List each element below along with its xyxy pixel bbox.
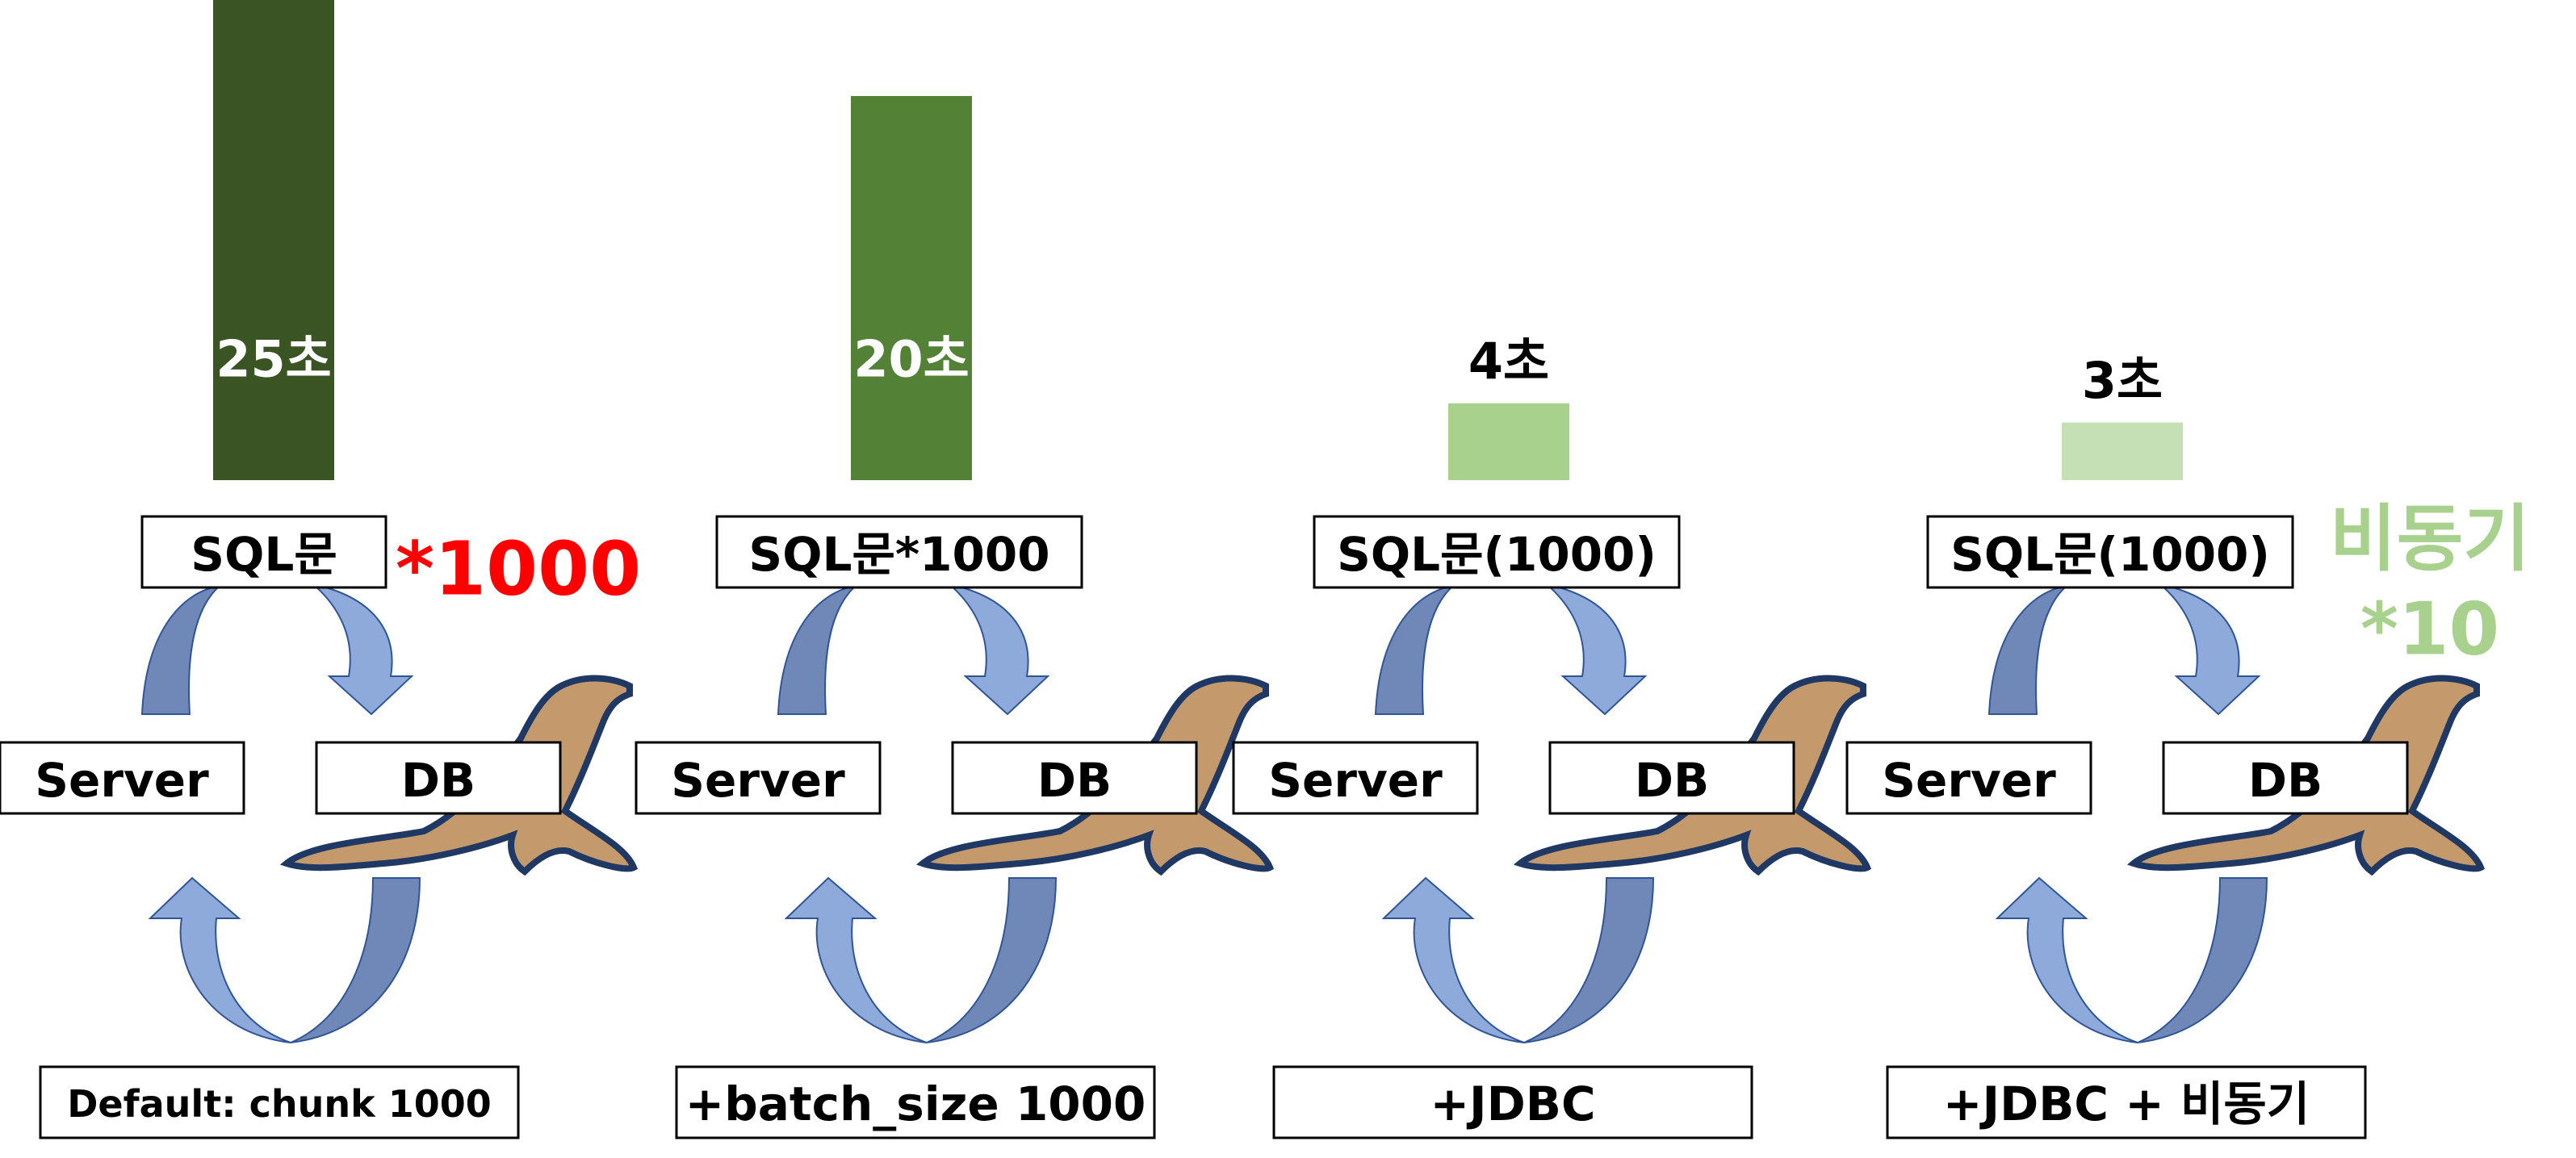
panel-batch-size: SQL문*1000 Server DB +batch_size 1000 bbox=[635, 515, 1270, 1139]
async-label: 비동기 bbox=[2330, 497, 2530, 582]
server-label: Server bbox=[1268, 753, 1443, 808]
sql-box bbox=[715, 515, 1083, 589]
server-label: Server bbox=[671, 753, 845, 808]
db-box bbox=[1548, 741, 1795, 815]
db-label: DB bbox=[401, 753, 475, 808]
loop-return-arrow bbox=[1995, 876, 2138, 1043]
multiplier-label: *1000 bbox=[396, 526, 641, 612]
sql-to-db-arrow bbox=[312, 583, 414, 716]
sql-label: SQL문*1000 bbox=[748, 527, 1049, 582]
caption-box bbox=[1886, 1065, 2367, 1139]
db-label: DB bbox=[1037, 753, 1112, 808]
db-box bbox=[951, 741, 1198, 815]
sql-to-db-arrow bbox=[1546, 583, 1648, 716]
sql-box bbox=[140, 515, 387, 589]
caption-box bbox=[1272, 1065, 1753, 1139]
db-label: DB bbox=[2248, 753, 2323, 808]
server-box bbox=[1845, 741, 2092, 815]
bar-value-label: 3초 bbox=[2082, 351, 2163, 410]
sql-label: SQL문(1000) bbox=[1337, 527, 1657, 582]
db-to-server-loop-arrow bbox=[926, 877, 1058, 1043]
sql-label: SQL문(1000) bbox=[1950, 527, 2270, 582]
server-box bbox=[635, 741, 882, 815]
async-multiplier-label: *10 bbox=[2360, 587, 2499, 672]
db-to-server-loop-arrow bbox=[290, 877, 421, 1043]
sql-label: SQL문 bbox=[191, 527, 337, 582]
loop-return-arrow bbox=[148, 876, 291, 1043]
server-label: Server bbox=[1882, 753, 2056, 808]
sql-to-db-arrow bbox=[949, 583, 1050, 716]
sql-to-db-arrow bbox=[2159, 583, 2261, 716]
bar-2 bbox=[851, 96, 972, 480]
caption-label: +JDBC + 비동기 bbox=[1943, 1076, 2310, 1131]
db-to-server-loop-arrow bbox=[1523, 877, 1655, 1043]
bar-1 bbox=[213, 0, 334, 480]
loop-return-arrow bbox=[784, 876, 928, 1043]
db-label: DB bbox=[1635, 753, 1709, 808]
db-to-server-loop-arrow bbox=[2137, 877, 2268, 1043]
bars-layer bbox=[213, 0, 2183, 480]
db-box bbox=[2162, 741, 2409, 815]
panel-default: SQL문 *1000 Server DB Default: chunk 1000 bbox=[0, 515, 641, 1139]
sql-box bbox=[1926, 515, 2294, 589]
server-box bbox=[0, 741, 245, 815]
caption-label: Default: chunk 1000 bbox=[67, 1082, 492, 1126]
bar-4 bbox=[2062, 422, 2183, 480]
server-label: Server bbox=[35, 753, 209, 808]
sql-box bbox=[1313, 515, 1681, 589]
caption-label: +batch_size 1000 bbox=[685, 1076, 1146, 1131]
bar-value-label: 25초 bbox=[216, 330, 331, 389]
bar-value-label: 20초 bbox=[853, 330, 969, 389]
db-box bbox=[315, 741, 562, 815]
bar-value-label: 4초 bbox=[1468, 332, 1549, 391]
caption-label: +JDBC bbox=[1430, 1076, 1595, 1131]
caption-box bbox=[39, 1065, 520, 1139]
caption-box bbox=[675, 1065, 1156, 1139]
panel-jdbc-async: SQL문(1000) 비동기 *10 Server DB +JDBC + 비동기 bbox=[1845, 497, 2530, 1139]
server-to-sql-arrow bbox=[140, 584, 223, 715]
server-to-sql-arrow bbox=[1987, 584, 2070, 715]
server-to-sql-arrow bbox=[1374, 584, 1456, 715]
loop-return-arrow bbox=[1381, 876, 1525, 1043]
panel-jdbc: SQL문(1000) Server DB +JDBC bbox=[1232, 515, 1867, 1139]
server-to-sql-arrow bbox=[777, 584, 859, 715]
value-labels-layer: 25초 20초 4초 3초 bbox=[216, 330, 2163, 411]
bar-3 bbox=[1448, 403, 1569, 480]
server-box bbox=[1232, 741, 1479, 815]
